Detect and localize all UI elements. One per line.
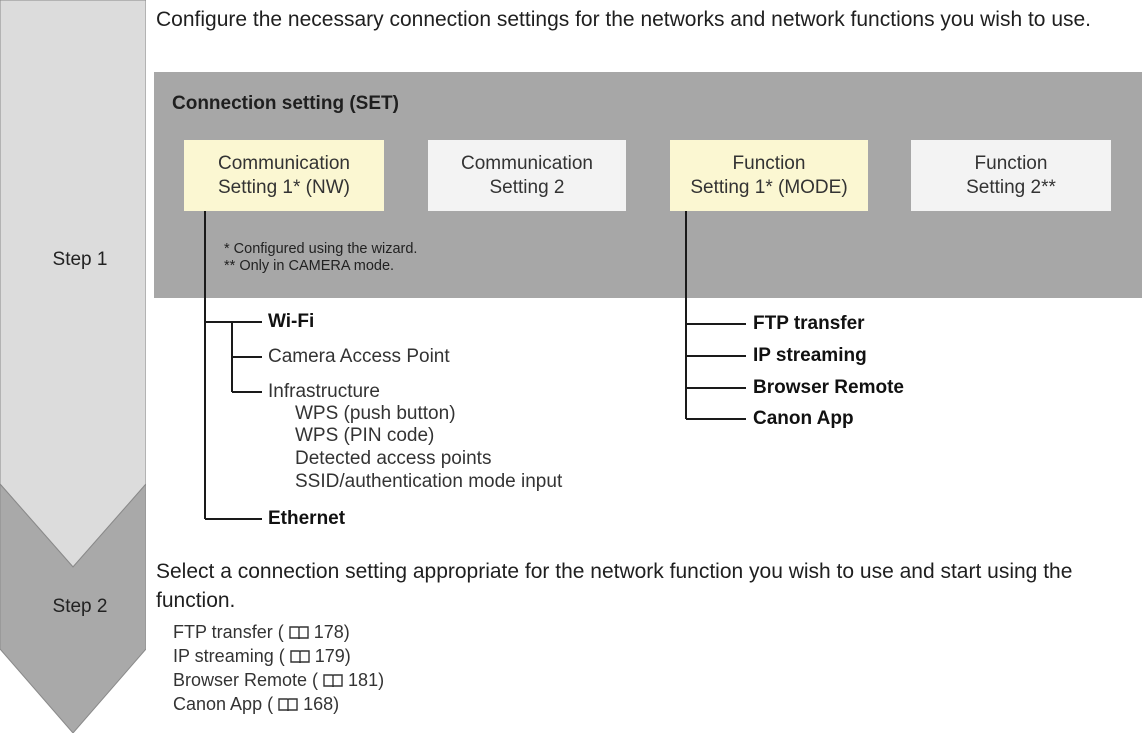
box-line: Communication [461,152,593,174]
box-line: Setting 2** [966,176,1056,198]
box-line: Communication [218,152,350,174]
reference-browser-remote: Browser Remote ( 181) [173,669,384,691]
step1-label: Step 1 [52,249,108,270]
infra-option: Detected access points [295,448,492,469]
infra-option: SSID/authentication mode input [295,471,563,492]
reference-page: 179) [314,646,351,666]
reference-canon-app: Canon App ( 168) [173,693,339,715]
step2-label: Step 2 [52,596,108,617]
infra-option: WPS (push button) [295,403,456,424]
camera-access-point-label: Camera Access Point [268,346,450,367]
book-icon [323,674,343,688]
wifi-label: Wi-Fi [268,311,315,332]
footnote-camera-mode: ** Only in CAMERA mode. [224,258,395,274]
panel-title: Connection setting (SET) [172,93,399,114]
reference-label: IP streaming ( [173,646,285,666]
footnote-wizard: * Configured using the wizard. [224,241,418,257]
reference-label: FTP transfer ( [173,622,284,642]
reference-page: 178) [313,622,350,642]
reference-ftp: FTP transfer ( 178) [173,621,350,643]
box-line: Setting 1* (MODE) [690,176,848,198]
book-icon [290,650,310,664]
reference-label: Canon App ( [173,694,274,714]
reference-page: 181) [348,670,385,690]
box-line: Setting 1* (NW) [218,176,350,198]
function-item-browser-remote: Browser Remote [753,377,904,398]
box-line: Function [974,152,1048,174]
step2-description: Select a connection setting appropriate … [156,560,1073,612]
infrastructure-label: Infrastructure [268,381,380,402]
function-item-ftp: FTP transfer [753,313,865,334]
reference-label: Browser Remote ( [173,670,319,690]
reference-ip-streaming: IP streaming ( 179) [173,645,351,667]
infra-option: WPS (PIN code) [295,425,435,446]
step2-arrow [0,483,146,733]
step1-description: Configure the necessary connection setti… [156,8,1092,31]
book-icon [289,626,309,640]
ethernet-label: Ethernet [268,508,346,529]
step-arrows [0,0,146,733]
box-line: Setting 2 [489,176,565,198]
reference-page: 168) [303,694,340,714]
function-item-ip-streaming: IP streaming [753,345,867,366]
book-icon [278,698,298,712]
function-item-canon-app: Canon App [753,408,854,429]
box-line: Function [732,152,806,174]
